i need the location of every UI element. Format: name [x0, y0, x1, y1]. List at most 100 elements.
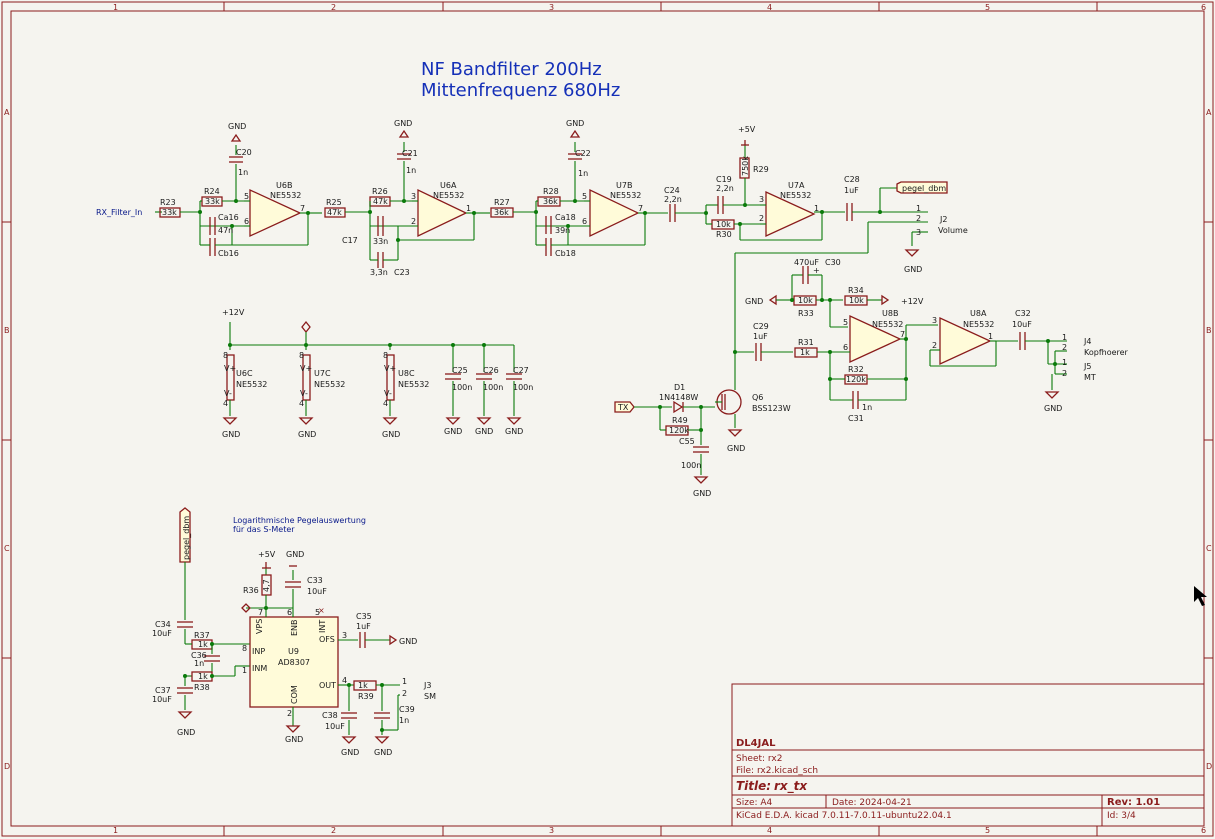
- row-label-c-right: C: [1206, 544, 1212, 553]
- pin-7: 7: [258, 608, 263, 617]
- gnd-label: GND: [228, 122, 246, 131]
- val-c20: 1n: [238, 168, 248, 177]
- ref-c33: C33: [307, 576, 323, 585]
- gnd-symbol: [230, 133, 242, 142]
- pin-5: 5: [843, 318, 848, 327]
- val-c36: 1n: [194, 659, 204, 668]
- note-line2: für das S-Meter: [233, 525, 295, 534]
- hier-label-pegel-dbm[interactable]: [896, 181, 948, 194]
- ref-u9: U9: [288, 647, 299, 656]
- power-5v-label: +5V: [258, 550, 276, 559]
- opamp-u6b[interactable]: [249, 188, 302, 238]
- gnd-label: GND: [475, 427, 493, 436]
- opamp-u6a[interactable]: [417, 188, 468, 238]
- sheet-rev: Rev: 1.01: [1107, 797, 1160, 808]
- ref-r26: R26: [372, 187, 388, 196]
- pin-2: 2: [759, 214, 764, 223]
- gnd-symbol: [285, 725, 301, 733]
- val-r26: 47k: [373, 197, 388, 206]
- ref-c35: C35: [356, 612, 372, 621]
- opamp-u7b[interactable]: [589, 188, 640, 238]
- ref-u7c: U7C: [314, 369, 331, 378]
- ref-c23: C23: [394, 268, 410, 277]
- gnd-symbol: [768, 294, 777, 306]
- ref-c29: C29: [753, 322, 769, 331]
- col-label-4: 4: [767, 3, 772, 12]
- sheet-id: Id: 3/4: [1107, 811, 1136, 821]
- pin-3: 3: [932, 316, 937, 325]
- ref-c17: C17: [342, 236, 358, 245]
- gnd-label: GND: [904, 265, 922, 274]
- ref-j5: J5: [1083, 362, 1091, 371]
- power-12v-label: +12V: [901, 297, 924, 306]
- val-c17: 33n: [373, 237, 388, 246]
- stage-u6a: R25 47k R26 47k C21 1n GND U6A NE5532 C1…: [324, 119, 490, 277]
- opamp-u7a[interactable]: [765, 190, 816, 238]
- ref-c19: C19: [716, 175, 732, 184]
- pin-3: 3: [759, 195, 764, 204]
- col-label-1: 1: [113, 3, 118, 12]
- ref-u6c: U6C: [236, 369, 253, 378]
- ref-r31: R31: [798, 338, 814, 347]
- pin-vplus: V+: [300, 364, 312, 373]
- net-label-tx[interactable]: TX: [617, 403, 629, 412]
- gnd-symbol: [727, 429, 743, 437]
- pin-5: 5: [582, 192, 587, 201]
- sheet-date: Date: 2024-04-21: [832, 798, 912, 808]
- pin-1: 1: [1062, 358, 1067, 367]
- opamp-u8b[interactable]: [849, 314, 902, 364]
- ref-r27: R27: [494, 198, 510, 207]
- net-label-rx-filter-in[interactable]: RX_Filter_In: [96, 208, 142, 217]
- val-r25: 47k: [327, 208, 342, 217]
- ref-r25: R25: [326, 198, 342, 207]
- ref-u8c: U8C: [398, 369, 415, 378]
- val-c27: 100n: [513, 383, 533, 392]
- val-c19: 2,2n: [716, 184, 734, 193]
- pin-vminus: V-: [300, 389, 308, 398]
- gnd-label: GND: [394, 119, 412, 128]
- ref-c30: C30: [825, 258, 841, 267]
- net-label-pegel-dbm[interactable]: pegel_dbm: [902, 184, 946, 193]
- gnd-symbol: [506, 417, 522, 425]
- pin-5: 5: [244, 192, 249, 201]
- net-label-pegel-dbm-2[interactable]: pegel_dbm: [182, 516, 191, 560]
- ref-u8a: U8A: [970, 309, 987, 318]
- opamp-u8a[interactable]: [939, 316, 992, 366]
- pin-1: 1: [1062, 333, 1067, 342]
- gnd-label: GND: [566, 119, 584, 128]
- pin-1: 1: [916, 204, 921, 213]
- net-label-tx-box[interactable]: [614, 401, 635, 413]
- stage-ad8307: Logarithmische Pegelauswertung für das S…: [152, 507, 436, 757]
- row-label-b: B: [4, 326, 10, 335]
- col-label-5: 5: [985, 3, 990, 12]
- pwr-flag-symbol: [301, 320, 311, 334]
- ref-u7a: U7A: [788, 181, 805, 190]
- val-r38: 1k: [198, 672, 208, 681]
- pin-vminus: V-: [384, 389, 392, 398]
- ref-c37: C37: [155, 686, 171, 695]
- ref-r28: R28: [543, 187, 559, 196]
- diode-d1[interactable]: [673, 400, 684, 414]
- pin-3: 3: [916, 228, 921, 237]
- gnd-symbol: [382, 417, 398, 425]
- val-r30: 10k: [716, 220, 731, 229]
- pin-4: 4: [299, 399, 304, 408]
- power-12v-label: +12V: [222, 308, 245, 317]
- val-r37: 1k: [198, 640, 208, 649]
- val-ca16: 47n: [218, 226, 233, 235]
- ref-ca16: Ca16: [218, 213, 239, 222]
- val-u6a: NE5532: [433, 191, 464, 200]
- hier-label-pegel-dbm-2[interactable]: [179, 507, 191, 563]
- gnd-symbol: [177, 711, 193, 719]
- gnd-symbol: [693, 476, 709, 484]
- val-j2: Volume: [938, 226, 968, 235]
- pin-8: 8: [383, 351, 388, 360]
- col-label-3-bottom: 3: [549, 826, 554, 835]
- inner-border: [10, 10, 1205, 827]
- ic-u9[interactable]: [249, 616, 339, 708]
- ref-u6b: U6B: [276, 181, 292, 190]
- tool-version: KiCad E.D.A. kicad 7.0.11-7.0.11-ubuntu2…: [736, 811, 952, 821]
- ref-c21: C21: [402, 149, 418, 158]
- title-label: Title:: [736, 779, 771, 793]
